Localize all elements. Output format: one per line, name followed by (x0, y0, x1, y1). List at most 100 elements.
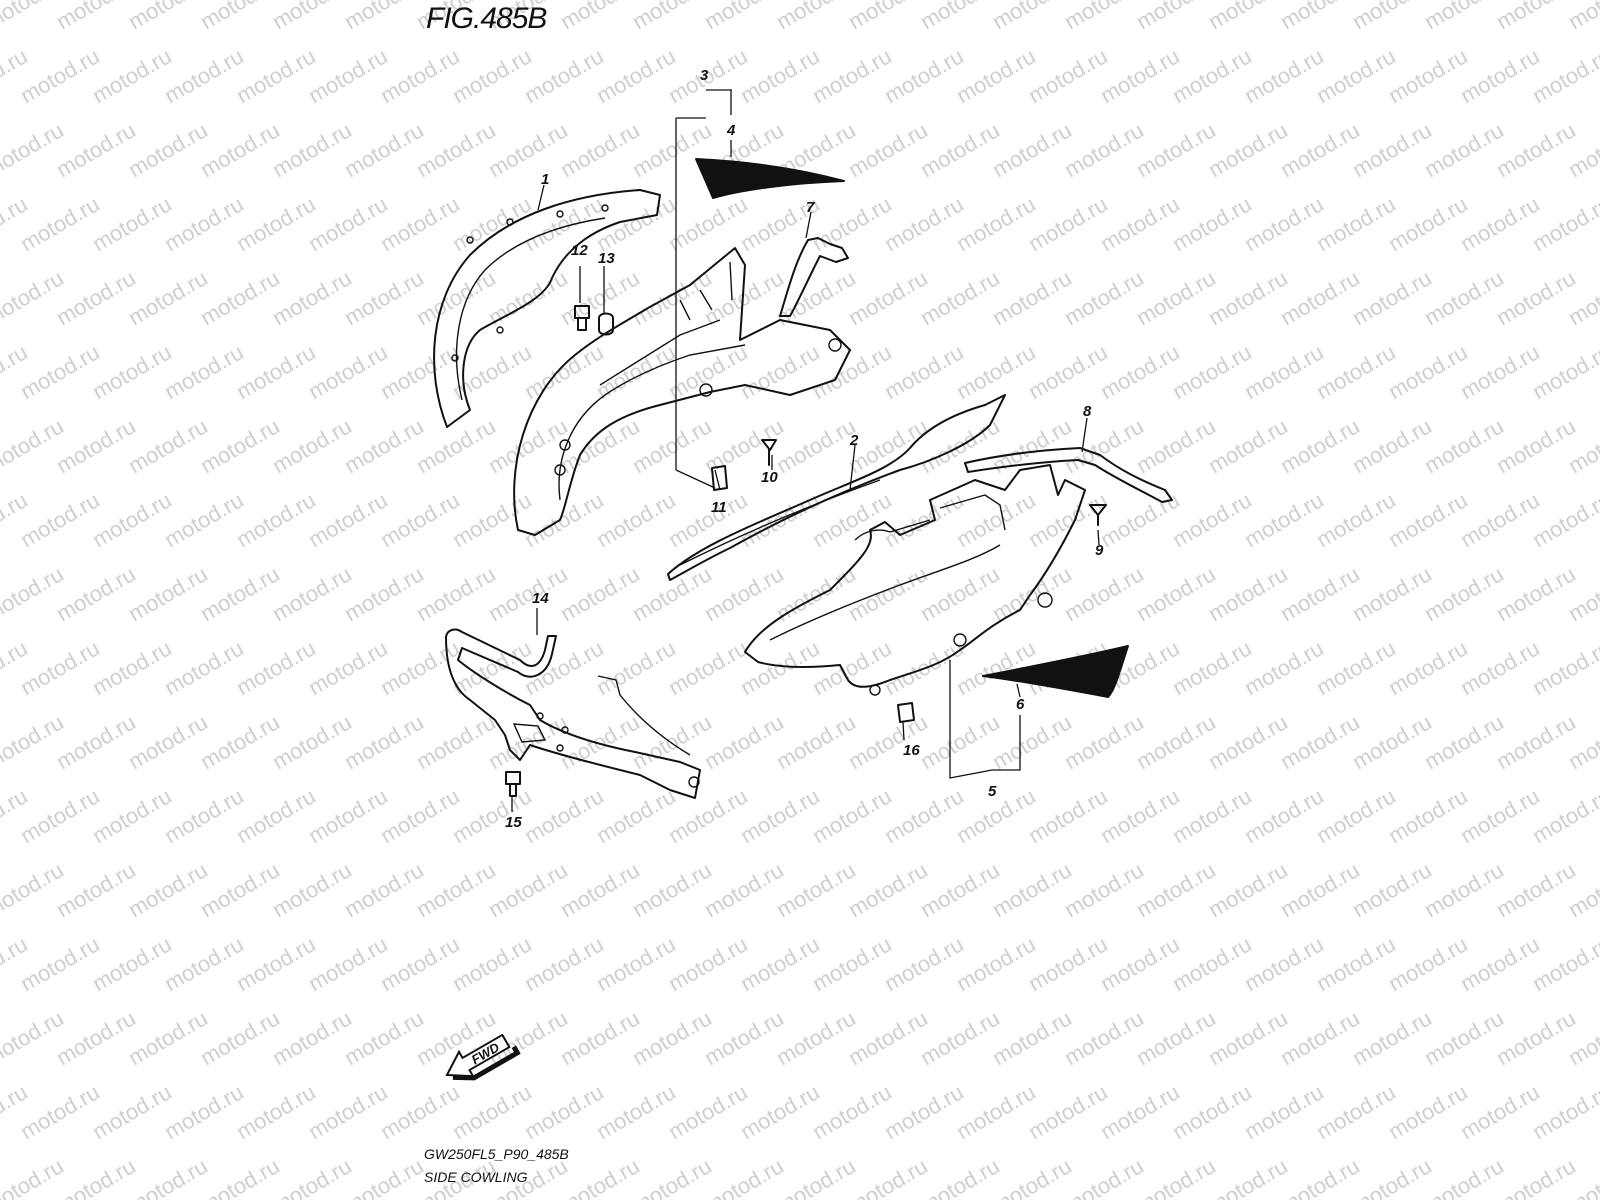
watermark-text: motod.ru (16, 635, 104, 700)
watermark-text: motod.ru (232, 635, 320, 700)
watermark-text: motod.ru (772, 1005, 860, 1070)
watermark-text: motod.ru (988, 857, 1076, 922)
watermark-text: motod.ru (124, 709, 212, 774)
watermark-text: motod.ru (88, 1079, 176, 1144)
watermark-text: motod.ru (1528, 1079, 1600, 1144)
watermark-text: motod.ru (1528, 43, 1600, 108)
watermark-text: motod.ru (1456, 191, 1544, 256)
watermark-text: motod.ru (1240, 487, 1328, 552)
watermark-text: motod.ru (1024, 931, 1112, 996)
watermark-text: motod.ru (124, 561, 212, 626)
watermark-text: motod.ru (520, 1079, 608, 1144)
watermark-text: motod.ru (1384, 43, 1472, 108)
part-label-6: 6 (1016, 696, 1025, 713)
part-5-cowling-assembly (744, 464, 1086, 696)
watermark-text: motod.ru (556, 857, 644, 922)
watermark-text: motod.ru (268, 561, 356, 626)
watermark-text: motod.ru (0, 709, 68, 774)
watermark-text: motod.ru (1132, 117, 1220, 182)
watermark-text: motod.ru (0, 265, 68, 330)
watermark-text: motod.ru (52, 413, 140, 478)
watermark-text: motod.ru (1276, 1005, 1364, 1070)
watermark-text: motod.ru (1276, 413, 1364, 478)
watermark-text: motod.ru (1276, 709, 1364, 774)
watermark-text: motod.ru (412, 857, 500, 922)
watermark-text: motod.ru (916, 117, 1004, 182)
watermark-text: motod.ru (160, 931, 248, 996)
watermark-text: motod.ru (340, 709, 428, 774)
watermark-text: motod.ru (484, 117, 572, 182)
watermark-text: motod.ru (1240, 635, 1328, 700)
watermark-text: motod.ru (952, 1079, 1040, 1144)
watermark-text: motod.ru (988, 265, 1076, 330)
watermark-text: motod.ru (1456, 339, 1544, 404)
watermark-text: motod.ru (232, 931, 320, 996)
watermark-text: motod.ru (376, 339, 464, 404)
watermark-text: motod.ru (628, 1005, 716, 1070)
watermark-text: motod.ru (1348, 1005, 1436, 1070)
watermark-text: motod.ru (1096, 931, 1184, 996)
part-label-3: 3 (700, 67, 709, 84)
figure-title: FIG.485B (426, 2, 547, 35)
watermark-text: motod.ru (628, 1153, 716, 1200)
watermark-text: motod.ru (880, 191, 968, 256)
part-4-decal (695, 158, 845, 199)
watermark-text: motod.ru (1204, 1153, 1292, 1200)
watermark-text: motod.ru (376, 635, 464, 700)
watermark-text: motod.ru (844, 561, 932, 626)
watermark-text: motod.ru (988, 117, 1076, 182)
watermark-text: motod.ru (268, 117, 356, 182)
watermark-text: motod.ru (412, 709, 500, 774)
watermark-text: motod.ru (1420, 1153, 1508, 1200)
watermark-text: motod.ru (736, 931, 824, 996)
part-label-2: 2 (849, 432, 859, 449)
watermark-text: motod.ru (1456, 635, 1544, 700)
watermark-text: motod.ru (592, 1079, 680, 1144)
watermark-text: motod.ru (16, 191, 104, 256)
watermark-text: motod.ru (304, 783, 392, 848)
watermark-text: motod.ru (556, 1153, 644, 1200)
watermark-text: motod.ru (1168, 487, 1256, 552)
watermark-text: motod.ru (16, 783, 104, 848)
watermark-text: motod.ru (16, 339, 104, 404)
watermark-text: motod.ru (664, 339, 752, 404)
watermark-text: motod.ru (1420, 413, 1508, 478)
watermark-text: motod.ru (520, 931, 608, 996)
watermark-text: motod.ru (592, 635, 680, 700)
watermark-text: motod.ru (1384, 635, 1472, 700)
watermark-text: motod.ru (916, 1153, 1004, 1200)
watermark-text: motod.ru (160, 339, 248, 404)
watermark-text: motod.ru (664, 635, 752, 700)
watermark-text: motod.ru (808, 1079, 896, 1144)
part-label-13: 13 (598, 250, 615, 267)
watermark-text: motod.ru (1492, 1005, 1580, 1070)
watermark-text: motod.ru (520, 635, 608, 700)
watermark-text: motod.ru (880, 43, 968, 108)
watermark-text: motod.ru (592, 783, 680, 848)
watermark-text: motod.ru (304, 191, 392, 256)
watermark-text: motod.ru (736, 339, 824, 404)
part-16-nut-clip (897, 702, 915, 723)
watermark-text: motod.ru (1528, 783, 1600, 848)
watermark-text: motod.ru (1132, 561, 1220, 626)
watermark-text: motod.ru (448, 487, 536, 552)
model-code: GW250FL5_P90_485B (424, 1146, 569, 1162)
part-label-8: 8 (1083, 403, 1092, 420)
watermark-text: motod.ru (340, 1005, 428, 1070)
watermark-text: motod.ru (1240, 1079, 1328, 1144)
watermark-text: motod.ru (1492, 265, 1580, 330)
watermark-text: motod.ru (268, 857, 356, 922)
watermark-text: motod.ru (304, 43, 392, 108)
watermark-text: motod.ru (1096, 191, 1184, 256)
watermark-text: motod.ru (304, 1079, 392, 1144)
watermark-text: motod.ru (1204, 265, 1292, 330)
part-label-1: 1 (541, 171, 549, 188)
watermark-text: motod.ru (412, 117, 500, 182)
watermark-text: motod.ru (160, 191, 248, 256)
watermark-text: motod.ru (232, 43, 320, 108)
watermark-text: motod.ru (1348, 117, 1436, 182)
watermark-text: motod.ru (1204, 413, 1292, 478)
watermark-text: motod.ru (1204, 709, 1292, 774)
watermark-text: motod.ru (160, 487, 248, 552)
